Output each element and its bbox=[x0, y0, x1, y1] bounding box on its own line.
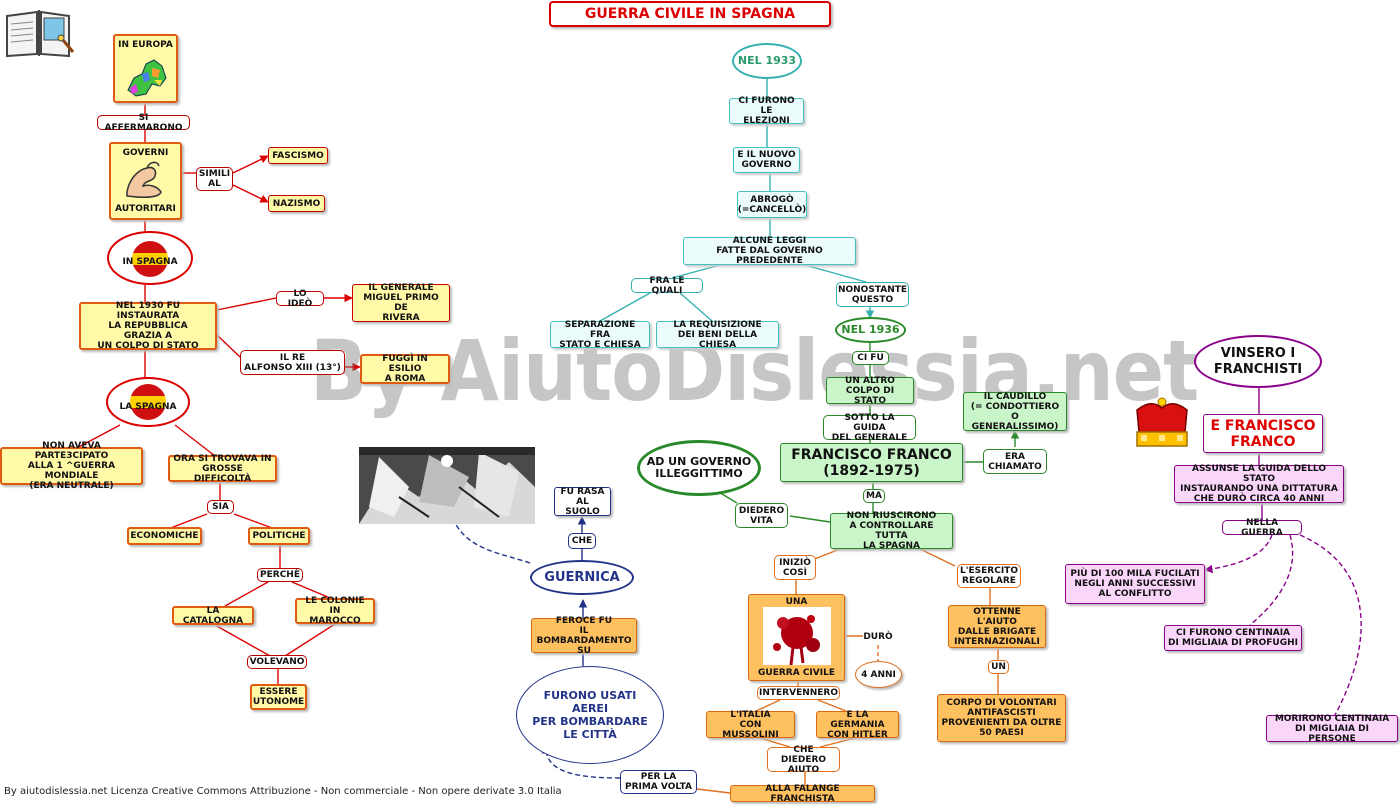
catalogna-node: LA CATALOGNA bbox=[172, 606, 254, 626]
fu-rasa-node: FU RASA AL SUOLO bbox=[554, 487, 611, 517]
flexed-arm-icon bbox=[123, 158, 169, 200]
generale-node: IL GENERALE MIGUEL PRIMO DE RIVERA bbox=[352, 283, 450, 323]
fra-le-quali-label: FRA LE QUALI bbox=[631, 276, 703, 296]
nel1930-node: NEL 1930 FU INSTAURATA LA REPUBBLICA GRA… bbox=[79, 301, 217, 351]
ci-furono-node: CI FURONO LE ELEZIONI bbox=[729, 96, 804, 126]
che-diedero-label: CHE DIEDERO AIUTO bbox=[767, 745, 840, 775]
in-europa-label: IN EUROPA bbox=[118, 40, 173, 50]
nazismo-node: NAZISMO bbox=[268, 195, 325, 212]
nuovo-governo-node: E IL NUOVO GOVERNO bbox=[733, 147, 800, 173]
che-label: CHE bbox=[568, 533, 596, 549]
la-spagna-label: LA SPAGNA bbox=[119, 402, 177, 412]
altro-colpo-node: UN ALTRO COLPO DI STATO bbox=[826, 376, 914, 406]
germania-node: E LA GERMANIA CON HITLER bbox=[816, 710, 899, 740]
morirono-node: MORIRONO CENTINAIA DI MIGLIAIA DI PERSON… bbox=[1266, 714, 1398, 744]
perche-label: PERCHÈ bbox=[257, 568, 303, 582]
nel1936-node: NEL 1936 bbox=[835, 317, 906, 343]
politiche-node: POLITICHE bbox=[248, 527, 310, 545]
lo-ideo-label: LO IDEÒ bbox=[276, 289, 324, 309]
page-title: GUERRA CIVILE IN SPAGNA bbox=[549, 1, 831, 27]
inizio-cosi-label: INIZIÒ COSÌ bbox=[774, 555, 816, 580]
corpo-node: CORPO DI VOLONTARI ANTIFASCISTI PROVENIE… bbox=[937, 694, 1066, 742]
quattro-anni-node: 4 ANNI bbox=[855, 661, 902, 688]
blood-splatter-icon bbox=[763, 607, 831, 666]
esercito-label: L'ESERCITO REGOLARE bbox=[957, 564, 1021, 588]
nonostante-label: NONOSTANTE QUESTO bbox=[836, 282, 909, 307]
vinsero-node: VINSERO I FRANCHISTI bbox=[1194, 335, 1322, 388]
alcune-leggi-node: ALCUNE LEGGI FATTE DAL GOVERNO PREDEDENT… bbox=[683, 236, 856, 266]
feroce-node: FEROCE FU IL BOMBARDAMENTO SU bbox=[531, 616, 637, 656]
spain-flag-icon-2 bbox=[130, 384, 166, 420]
per-la-label: PER LA PRIMA VOLTA bbox=[620, 770, 697, 794]
ottenne-node: OTTENNE L'AIUTO DALLE BRIGATE INTERNAZIO… bbox=[948, 605, 1046, 648]
duro-label: DURÒ bbox=[863, 632, 893, 642]
non-riuscirono-node: NON RIUSCIRONO A CONTROLLARE TUTTA LA SP… bbox=[830, 511, 953, 551]
si-affermarono-label: SI AFFERMARONO bbox=[97, 113, 190, 133]
ma-label: MA bbox=[863, 489, 885, 503]
ora-si-node: ORA SI TROVAVA IN GROSSE DIFFICOLTÀ bbox=[168, 454, 277, 484]
in-spagna-label: IN SPAGNA bbox=[122, 257, 178, 267]
essere-node: ESSERE UTONOME bbox=[250, 684, 307, 710]
era-chiamato-label: ERA CHIAMATO bbox=[983, 449, 1047, 474]
nella-guerra-label: NELLA GUERRA bbox=[1222, 518, 1302, 538]
requisizione-node: LA REQUISIZIONE DEI BENI DELLA CHIESA bbox=[656, 320, 779, 350]
book-icon bbox=[3, 4, 75, 58]
license-footer: By aiutodislessia.net Licenza Creative C… bbox=[4, 786, 562, 797]
guernica-node: GUERNICA bbox=[530, 560, 634, 595]
ad-governo-node: AD UN GOVERNO ILLEGGITTIMO bbox=[637, 440, 761, 496]
fascismo-node: FASCISMO bbox=[268, 147, 328, 164]
falange-node: ALLA FALANGE FRANCHISTA bbox=[730, 784, 875, 804]
sia-label: SIA bbox=[207, 500, 234, 514]
spain-flag-icon bbox=[132, 241, 168, 277]
caudillo-node: IL CAUDILLO (= CONDOTTIERO O GENERALISSI… bbox=[963, 392, 1067, 432]
un-label: UN bbox=[988, 660, 1009, 674]
franco-node: FRANCISCO FRANCO (1892-1975) bbox=[780, 443, 963, 482]
profughi-node: CI FURONO CENTINAIA DI MIGLIAIA DI PROFU… bbox=[1164, 625, 1302, 651]
guerra-civile-label: GUERRA CIVILE bbox=[758, 668, 835, 678]
europe-map-icon bbox=[118, 50, 176, 100]
separazione-node: SEPARAZIONE FRA STATO E CHIESA bbox=[550, 320, 650, 350]
crown-icon bbox=[1133, 396, 1191, 454]
il-re-label: IL RE ALFONSO XIII (13°) bbox=[240, 350, 345, 375]
economiche-node: ECONOMICHE bbox=[127, 527, 202, 545]
diedero-vita-label: DIEDERO VITA bbox=[735, 503, 788, 528]
colonie-node: LE COLONIE IN MAROCCO bbox=[295, 596, 375, 626]
piu-di-node: PIÙ DI 100 MILA FUCILATI NEGLI ANNI SUCC… bbox=[1065, 564, 1205, 604]
furono-usati-node: FURONO USATI AEREI PER BOMBARDARE LE CIT… bbox=[516, 666, 664, 764]
simili-al-label: SIMILI AL bbox=[196, 167, 233, 191]
fuggi-node: FUGGÌ IN ESILIO A ROMA bbox=[360, 354, 450, 384]
e-franco-node: E FRANCISCO FRANCO bbox=[1203, 414, 1323, 453]
ci-fu-label: CI FU bbox=[852, 351, 889, 365]
sotto-guida-label: SOTTO LA GUIDA DEL GENERALE bbox=[823, 413, 916, 443]
intervennero-label: INTERVENNERO bbox=[757, 686, 840, 700]
volevano-label: VOLEVANO bbox=[247, 655, 307, 669]
autoritari-label: AUTORITARI bbox=[115, 204, 176, 214]
governi-label: GOVERNI bbox=[122, 148, 169, 158]
abrogo-node: ABROGÒ (=CANCELLÒ) bbox=[737, 191, 807, 218]
guernica-painting-image bbox=[359, 447, 535, 524]
italia-node: L'ITALIA CON MUSSOLINI bbox=[706, 710, 795, 740]
assunse-node: ASSUNSE LA GUIDA DELLO STATO INSTAURANDO… bbox=[1174, 464, 1344, 504]
non-aveva-node: NON AVEVA PARTE3CIPATO ALLA 1 ^GUERRA MO… bbox=[0, 441, 143, 491]
nel1933-node: NEL 1933 bbox=[732, 43, 802, 79]
